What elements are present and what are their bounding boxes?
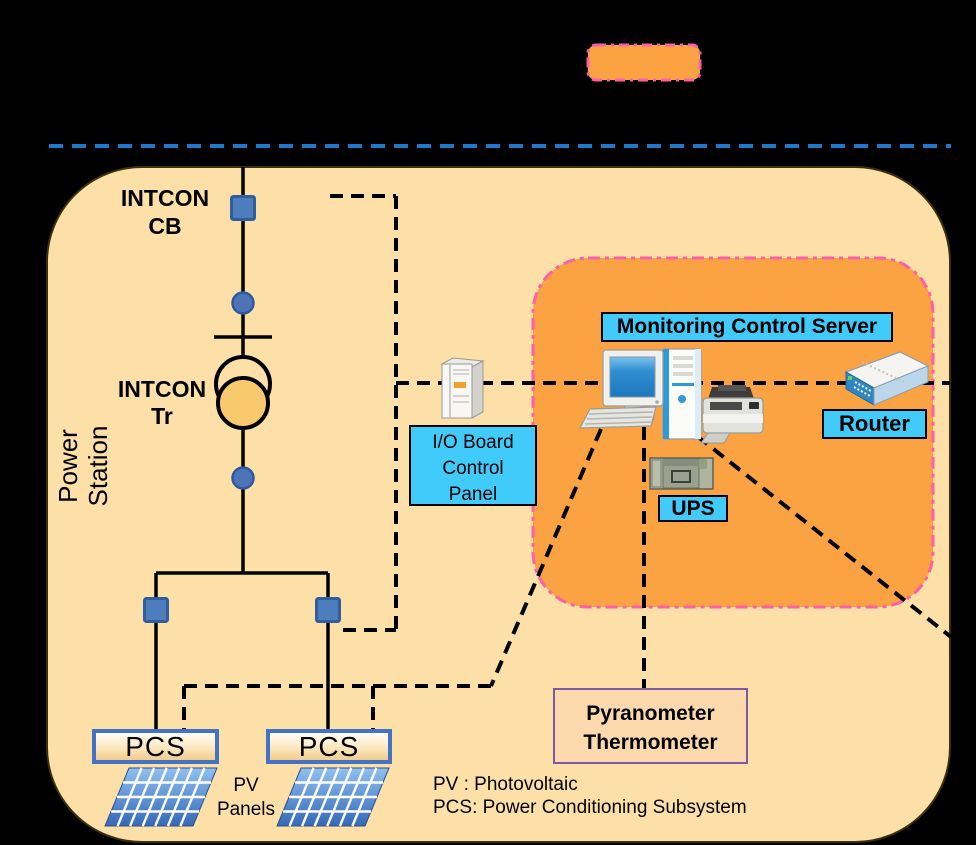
pcs-left-box: PCS bbox=[92, 729, 219, 764]
pcs-cb-left-icon bbox=[143, 597, 169, 623]
bus-node-icon bbox=[231, 466, 255, 490]
pyranometer-thermometer-box: Pyranometer Thermometer bbox=[553, 688, 748, 764]
router-label: Router bbox=[822, 409, 927, 439]
power-station-line2: Station bbox=[83, 425, 113, 507]
intcon-cb-line2: CB bbox=[148, 213, 182, 239]
legend-swatch bbox=[586, 43, 702, 82]
bus-node-icon bbox=[231, 291, 255, 315]
pv-panels-line1: PV bbox=[233, 775, 259, 796]
io-board-control-panel-label: I/O Board Control Panel bbox=[409, 425, 537, 506]
pcs-right-box: PCS bbox=[266, 729, 392, 764]
transformer-icon bbox=[214, 355, 272, 430]
io-panel-line2: Control bbox=[442, 458, 504, 479]
intcon-tr-label: INTCON Tr bbox=[102, 376, 222, 430]
router-icon bbox=[844, 351, 930, 406]
intcon-cb-label: INTCON CB bbox=[105, 184, 225, 240]
power-station-label: Power Station bbox=[53, 396, 115, 536]
power-station-line1: Power bbox=[53, 429, 83, 503]
cb-switch-icon bbox=[230, 195, 256, 221]
pyranometer-line: Pyranometer bbox=[586, 702, 715, 725]
workstation-icon bbox=[578, 348, 702, 440]
intcon-cb-line1: INTCON bbox=[120, 185, 210, 211]
intcon-tr-line2: Tr bbox=[151, 403, 173, 429]
pv-panels-label: PV Panels bbox=[208, 774, 284, 822]
intcon-tr-line1: INTCON bbox=[117, 376, 207, 402]
server-cabinet-icon bbox=[440, 357, 485, 419]
printer-icon bbox=[700, 385, 764, 444]
ups-label: UPS bbox=[658, 495, 728, 522]
io-panel-line3: Panel bbox=[448, 484, 498, 505]
io-panel-line1: I/O Board bbox=[432, 432, 514, 453]
ups-unit-icon bbox=[649, 457, 714, 490]
monitoring-control-server-label: Monitoring Control Server bbox=[601, 312, 893, 342]
abbrev-pv: PV : Photovoltaic bbox=[433, 774, 578, 795]
abbreviation-legend: PV : Photovoltaic PCS: Power Conditionin… bbox=[433, 773, 747, 819]
pv-panels-line2: Panels bbox=[216, 799, 276, 820]
pcs-cb-right-icon bbox=[315, 597, 341, 623]
thermometer-line: Thermometer bbox=[583, 731, 718, 754]
abbrev-pcs: PCS: Power Conditioning Subsystem bbox=[433, 797, 747, 818]
